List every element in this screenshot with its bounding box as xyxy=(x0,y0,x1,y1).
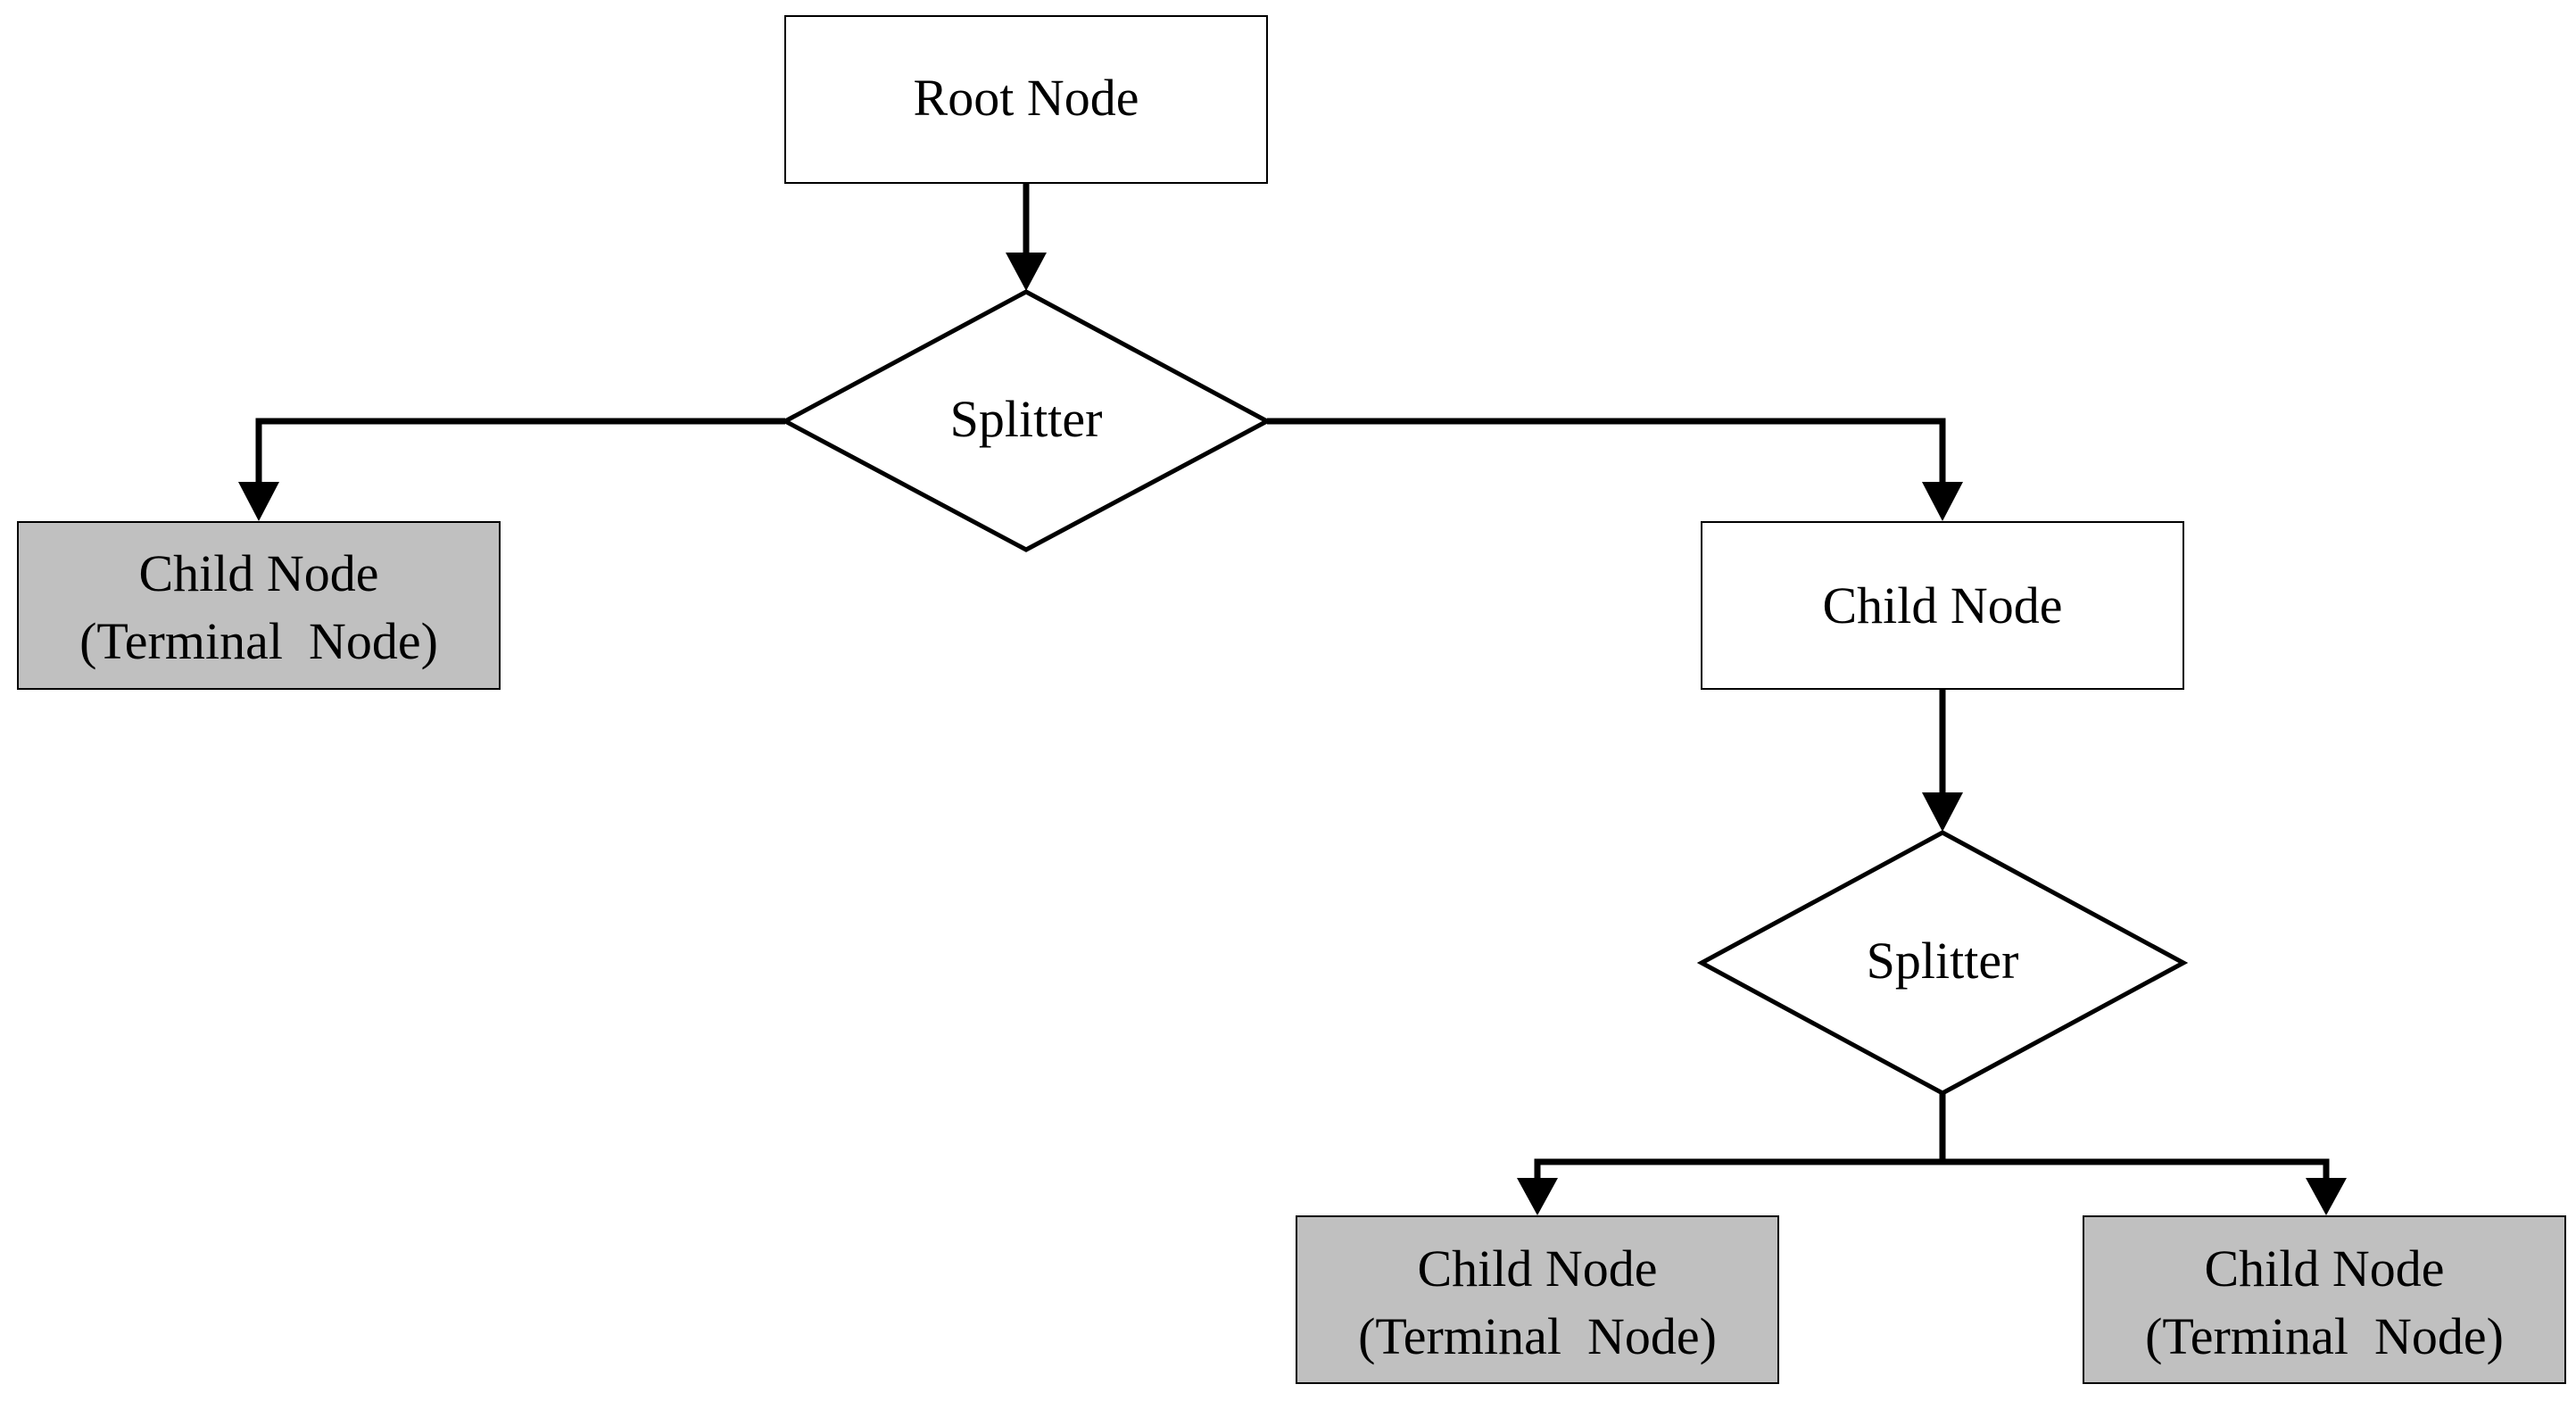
child-node-bottom-left-line1: Child Node xyxy=(1417,1239,1657,1297)
child-node-bottom-right-line2: (Terminal Node) xyxy=(2145,1307,2504,1365)
child-node-bottom-left-line2: (Terminal Node) xyxy=(1358,1307,1717,1365)
child-node-left-terminal: Child Node (Terminal Node) xyxy=(17,521,501,690)
edge-splitter-to-left-child xyxy=(255,418,785,484)
splitter-bottom: Splitter xyxy=(1696,830,2189,1096)
splitter-bottom-label: Splitter xyxy=(1867,932,2019,990)
child-node-bottom-left-box xyxy=(1296,1215,1779,1384)
edge-bottom-left xyxy=(1534,1158,1942,1185)
edge-bottom-right xyxy=(1942,1158,2330,1185)
arrowhead-bottom-right xyxy=(2306,1178,2347,1215)
root-node: Root Node xyxy=(784,15,1268,184)
edge-splitter-to-right-child xyxy=(1267,418,1946,484)
child-node-left-line1: Child Node xyxy=(138,544,378,602)
arrowhead-left-child xyxy=(238,482,279,521)
child-node-bottom-right-box xyxy=(2083,1215,2566,1384)
arrowheads xyxy=(238,253,2347,1215)
child-node-right: Child Node xyxy=(1701,521,2184,690)
child-node-bottom-right-terminal: Child Node (Terminal Node) xyxy=(2083,1215,2566,1384)
child-node-right-box xyxy=(1701,521,2184,690)
arrowhead-root-splitter xyxy=(1006,253,1047,291)
arrowhead-child-splitter xyxy=(1922,792,1963,832)
connectors xyxy=(255,183,2330,1185)
splitter-top-diamond xyxy=(780,289,1272,552)
root-node-box xyxy=(784,15,1268,184)
child-node-right-label: Child Node xyxy=(1822,576,2062,634)
child-node-bottom-right-line1: Child Node xyxy=(2204,1239,2444,1297)
arrowhead-bottom-left xyxy=(1517,1178,1558,1215)
child-node-bottom-left-terminal: Child Node (Terminal Node) xyxy=(1296,1215,1779,1384)
arrowhead-right-child xyxy=(1922,482,1963,521)
child-node-left-line2: (Terminal Node) xyxy=(79,612,438,670)
splitter-top-label: Splitter xyxy=(950,390,1103,448)
splitter-bottom-diamond xyxy=(1696,830,2189,1096)
root-node-label: Root Node xyxy=(914,69,1139,127)
splitter-top: Splitter xyxy=(780,289,1272,552)
child-node-left-box xyxy=(17,521,501,690)
